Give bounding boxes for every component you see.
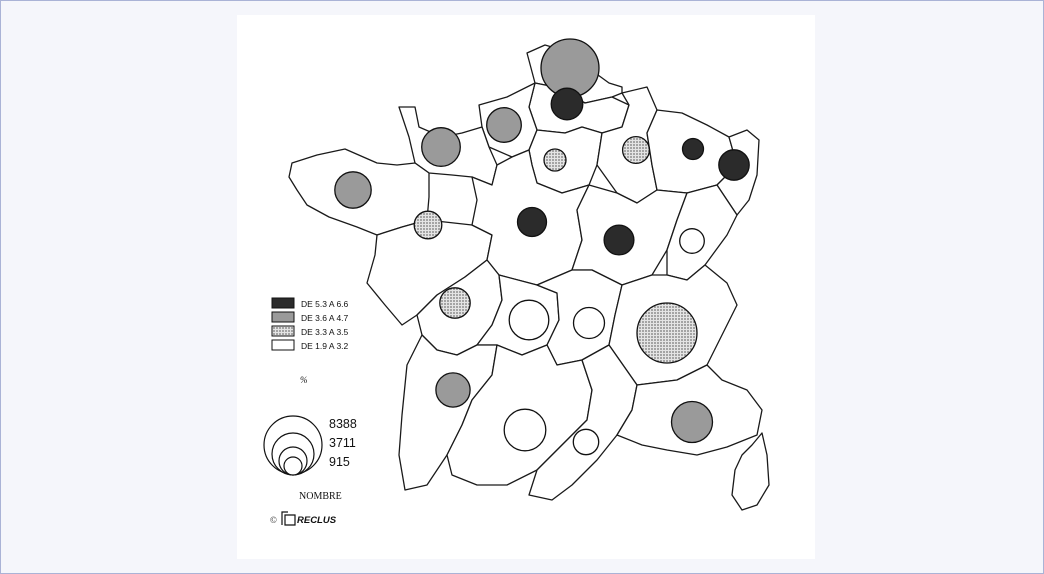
size-value-large: 8388 xyxy=(329,417,357,431)
bubble-pays-de-la-loire[interactable] xyxy=(413,210,443,240)
bubble-bourgogne[interactable] xyxy=(603,224,635,256)
bubbles xyxy=(334,38,750,456)
bubble-lorraine[interactable] xyxy=(681,137,705,161)
legend-swatch-2 xyxy=(271,311,295,323)
legend-swatch-4 xyxy=(271,339,295,351)
credit: © RECLUS xyxy=(270,511,337,526)
bubble-alsace[interactable] xyxy=(718,149,750,181)
legend-swatch-1 xyxy=(271,297,295,309)
bubble-midi-pyrenees[interactable] xyxy=(503,408,547,452)
bubble-limousin[interactable] xyxy=(508,299,550,341)
legend-label-3: DE 3.3 A 3.5 xyxy=(301,327,349,337)
bubble-aquitaine[interactable] xyxy=(435,372,471,408)
bubble-picardie[interactable] xyxy=(550,87,584,121)
bubble-auvergne[interactable] xyxy=(572,306,606,340)
bubble-franche-comte[interactable] xyxy=(679,228,705,254)
bubble-basse-normandie[interactable] xyxy=(421,127,461,167)
class-legend: DE 5.3 A 6.6 DE 3.6 A 4.7 DE 3.3 A 3.5 D… xyxy=(271,297,349,385)
size-legend-title: NOMBRE xyxy=(299,491,342,502)
bubble-poitou-charentes[interactable] xyxy=(439,287,471,319)
legend-label-2: DE 3.6 A 4.7 xyxy=(301,313,349,323)
map-panel: DE 5.3 A 6.6 DE 3.6 A 4.7 DE 3.3 A 3.5 D… xyxy=(237,15,815,559)
bubble-centre[interactable] xyxy=(516,206,548,238)
legend-swatch-3 xyxy=(271,325,295,337)
size-legend: 8388 3711 915 NOMBRE xyxy=(263,415,357,502)
region-corse[interactable] xyxy=(731,432,770,511)
bubble-languedoc[interactable] xyxy=(572,428,600,456)
unit-label: % xyxy=(300,375,308,385)
bubble-rhone-alpes[interactable] xyxy=(636,302,698,364)
bubble-paca[interactable] xyxy=(670,400,714,444)
bubble-ile-de-france[interactable] xyxy=(543,148,567,172)
size-value-mid: 3711 xyxy=(329,436,356,450)
brand-label: RECLUS xyxy=(297,515,337,526)
legend-label-1: DE 5.3 A 6.6 xyxy=(301,299,349,309)
size-circle-tiny xyxy=(283,456,303,476)
legend-label-4: DE 1.9 A 3.2 xyxy=(301,341,349,351)
bubble-haute-normandie[interactable] xyxy=(486,107,522,143)
size-value-small: 915 xyxy=(329,455,350,469)
reclus-logo-icon xyxy=(281,511,296,526)
france-map: DE 5.3 A 6.6 DE 3.6 A 4.7 DE 3.3 A 3.5 D… xyxy=(263,38,770,526)
bubble-champagne[interactable] xyxy=(621,135,651,165)
bubble-bretagne[interactable] xyxy=(334,171,372,209)
copyright-symbol: © xyxy=(270,515,277,525)
